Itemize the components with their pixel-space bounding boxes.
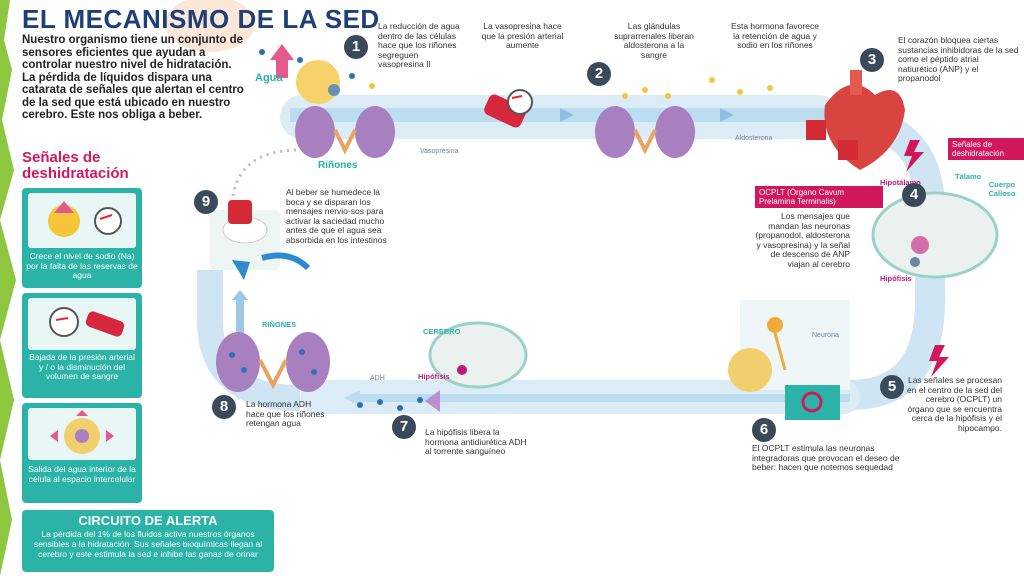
label-cuerpo-calloso: Cuerpo Calloso: [988, 180, 1016, 198]
kidneys-bottom: [216, 332, 330, 392]
brain-center-illustration: [428, 321, 528, 389]
step-text-6: El OCPLT estimula las neuronas integrado…: [752, 443, 900, 472]
step-text-1: La reducción de agua dentro de las célul…: [378, 21, 460, 69]
step-number-5: 5: [880, 375, 904, 399]
alert-body: La pérdida del 1% de los fluidos activa …: [33, 529, 263, 559]
label-vasopresina: Vasopresina: [420, 148, 459, 155]
step-number-2: 2: [587, 62, 611, 86]
label-hipofisis-small: Hipófisis: [418, 372, 450, 381]
signal-card-cell: Salida del agua interior de la célula al…: [22, 403, 142, 503]
step-number-4: 4: [902, 183, 926, 207]
step-number-6: 6: [752, 418, 776, 442]
label-talamo: Tálamo: [955, 172, 982, 181]
step-number-7: 7: [392, 415, 416, 439]
step-number-9: 9: [194, 190, 218, 214]
signal-card-caption: Salida del agua interior de la célula al…: [28, 464, 136, 484]
step-number-3: 3: [860, 48, 884, 72]
signal-card-pressure: Bajada de la presión arterial y / o la d…: [22, 293, 142, 398]
blood-vessel-illustration: [484, 89, 533, 128]
signal-card-caption: Crece el nivel de sodio (Na) por la falt…: [26, 251, 138, 280]
step-text-4: Los mensajes que mandan las neuronas (pr…: [755, 211, 850, 269]
step-text-vasopresina: La vasopresina hace que la presión arter…: [481, 21, 564, 50]
label-rinones-bottom: RIÑONES: [262, 320, 297, 329]
label-hipotalamo: Hipotálamo: [880, 178, 921, 187]
kidneys-top-right: [595, 106, 695, 158]
step-text-aldosterona: Esta hormona favorece la retención de ag…: [731, 21, 819, 50]
kidneys-top-left: [295, 106, 395, 158]
step-text-9: Al beber se humedece la boca y se dispar…: [286, 187, 387, 245]
head-drinking-illustration: [210, 200, 311, 280]
label-agua: Agua: [255, 72, 283, 84]
step-text-7: La hipófisis libera la hormona antidiuré…: [425, 427, 527, 456]
alert-heading: CIRCUITO DE ALERTA: [78, 513, 218, 528]
step-number-1: 1: [344, 35, 368, 59]
sodium-illustration: [28, 193, 136, 248]
label-cerebro: CEREBRO: [423, 327, 461, 336]
label-adh: ADH: [370, 375, 385, 382]
label-senales-deshidratacion: Señales de deshidratación: [948, 138, 1024, 160]
cell-illustration: [28, 408, 136, 460]
label-rinones-top: Riñones: [318, 160, 358, 171]
step-text-2: Las glándulas suprarrenales liberan aldo…: [614, 21, 694, 60]
label-neurona: Neurona: [812, 332, 839, 339]
step-number-8: 8: [212, 395, 236, 419]
step-text-8: La hormona ADH hace que los riñones rete…: [246, 399, 325, 428]
page-title: EL MECANISMO DE LA SED: [22, 4, 380, 34]
intro-text: Nuestro organismo tiene un conjunto de s…: [22, 34, 244, 121]
brain-right-illustration: [871, 191, 999, 279]
alert-circuit-box: CIRCUITO DE ALERTA La pérdida del 1% de …: [22, 510, 274, 572]
heart-illustration: [806, 70, 905, 170]
slide-accent-bar: [0, 0, 22, 576]
step-text-5: Las señales se procesan en el centro de …: [907, 375, 1002, 433]
signals-title: Señales de deshidratación: [22, 149, 129, 182]
step-text-3: El corazón bloquea ciertas sustancias in…: [898, 35, 1019, 83]
label-hipofisis-brain: Hipófisis: [880, 274, 912, 283]
label-aldosterona: Aldosterona: [735, 135, 773, 142]
pressure-illustration: [28, 298, 136, 350]
signal-card-sodium: Crece el nivel de sodio (Na) por la falt…: [22, 188, 142, 288]
label-ocplt: OCPLT (Órgano Cavum Prelamina Terminalis…: [755, 186, 883, 208]
signal-card-caption: Bajada de la presión arterial y / o la d…: [29, 352, 135, 381]
